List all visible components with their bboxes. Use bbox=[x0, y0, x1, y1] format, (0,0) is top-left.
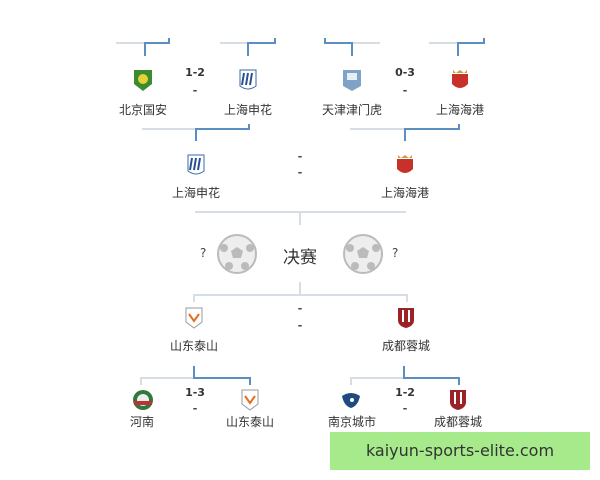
match-score: 0-3 bbox=[395, 66, 415, 79]
bracket-line bbox=[457, 42, 485, 44]
bracket-line bbox=[193, 294, 408, 296]
match-score-secondary: - bbox=[402, 402, 408, 415]
bracket-line bbox=[406, 294, 408, 302]
bracket-line bbox=[195, 128, 250, 130]
bracket-line bbox=[247, 42, 249, 56]
team-name: 上海申花 bbox=[223, 103, 272, 117]
match-score-secondary: - bbox=[297, 319, 303, 332]
shanghai-port-logo bbox=[452, 70, 468, 88]
bracket-line bbox=[403, 377, 460, 379]
final-team-right: ? bbox=[392, 246, 399, 260]
bracket-line bbox=[248, 124, 250, 130]
bracket-line bbox=[168, 38, 170, 44]
shanghai-shenhua-logo bbox=[187, 154, 205, 175]
bracket-line bbox=[404, 128, 460, 130]
match-score-secondary: - bbox=[297, 166, 303, 179]
team-name: 山东泰山 bbox=[225, 415, 274, 429]
bracket-line bbox=[193, 294, 195, 302]
bracket-line bbox=[404, 128, 406, 141]
bracket-line bbox=[116, 42, 170, 44]
team-name: 北京国安 bbox=[118, 103, 167, 117]
henan-logo bbox=[133, 390, 153, 410]
nanjing-city-logo bbox=[342, 393, 360, 408]
team-name: 上海海港 bbox=[435, 103, 484, 117]
team-name: 成都蓉城 bbox=[381, 339, 430, 353]
match-score: 1-2 bbox=[395, 386, 415, 399]
bracket-line bbox=[324, 38, 326, 44]
tianjin-jinmen-tiger-logo bbox=[343, 70, 361, 91]
shanghai-shenhua-logo bbox=[239, 69, 257, 90]
match-score-secondary: - bbox=[192, 402, 198, 415]
watermark-banner: kaiyun-sports-elite.com bbox=[330, 432, 590, 470]
match-score: 1-2 bbox=[185, 66, 205, 79]
match-score-secondary: - bbox=[402, 84, 408, 97]
final-label: 决赛 bbox=[283, 248, 317, 268]
bracket-line bbox=[144, 42, 170, 44]
bracket-line bbox=[351, 42, 353, 56]
bracket-line bbox=[457, 42, 459, 56]
soccer-ball-icon bbox=[343, 234, 383, 274]
bracket-line bbox=[193, 366, 195, 379]
final-team-left: ? bbox=[200, 246, 207, 260]
match-score: 1-3 bbox=[185, 386, 205, 399]
soccer-ball-icon bbox=[217, 234, 257, 274]
match-score-secondary: - bbox=[192, 84, 198, 97]
bracket-line bbox=[144, 42, 146, 56]
bracket-line bbox=[324, 42, 353, 44]
team-name: 天津津门虎 bbox=[321, 103, 382, 117]
team-name: 上海申花 bbox=[171, 186, 220, 200]
team-name: 河南 bbox=[129, 415, 154, 429]
bracket-line bbox=[249, 377, 251, 385]
shandong-taishan-logo bbox=[185, 307, 203, 329]
team-name: 上海海港 bbox=[380, 186, 429, 200]
bracket-line bbox=[350, 377, 352, 385]
bracket-line bbox=[483, 38, 485, 44]
shandong-taishan-logo bbox=[241, 389, 259, 411]
shanghai-port-logo bbox=[397, 155, 413, 173]
bracket-line bbox=[193, 377, 250, 379]
chengdu-rongcheng-logo bbox=[398, 308, 414, 328]
bracket-line bbox=[458, 377, 460, 385]
match-score: - bbox=[297, 150, 303, 163]
bracket-line bbox=[274, 38, 276, 44]
bracket-line bbox=[458, 124, 460, 130]
match-score: - bbox=[297, 302, 303, 315]
bracket-line bbox=[195, 128, 197, 141]
bracket-line bbox=[299, 211, 301, 225]
team-name: 成都蓉城 bbox=[433, 415, 482, 429]
beijing-guoan-logo bbox=[134, 70, 152, 91]
bracket-line bbox=[140, 377, 142, 385]
bracket-line bbox=[403, 366, 405, 379]
bracket-line bbox=[299, 282, 301, 296]
team-name: 南京城市 bbox=[327, 415, 376, 429]
bracket-line bbox=[247, 42, 276, 44]
chengdu-rongcheng-logo bbox=[450, 390, 466, 410]
team-name: 山东泰山 bbox=[169, 339, 218, 353]
